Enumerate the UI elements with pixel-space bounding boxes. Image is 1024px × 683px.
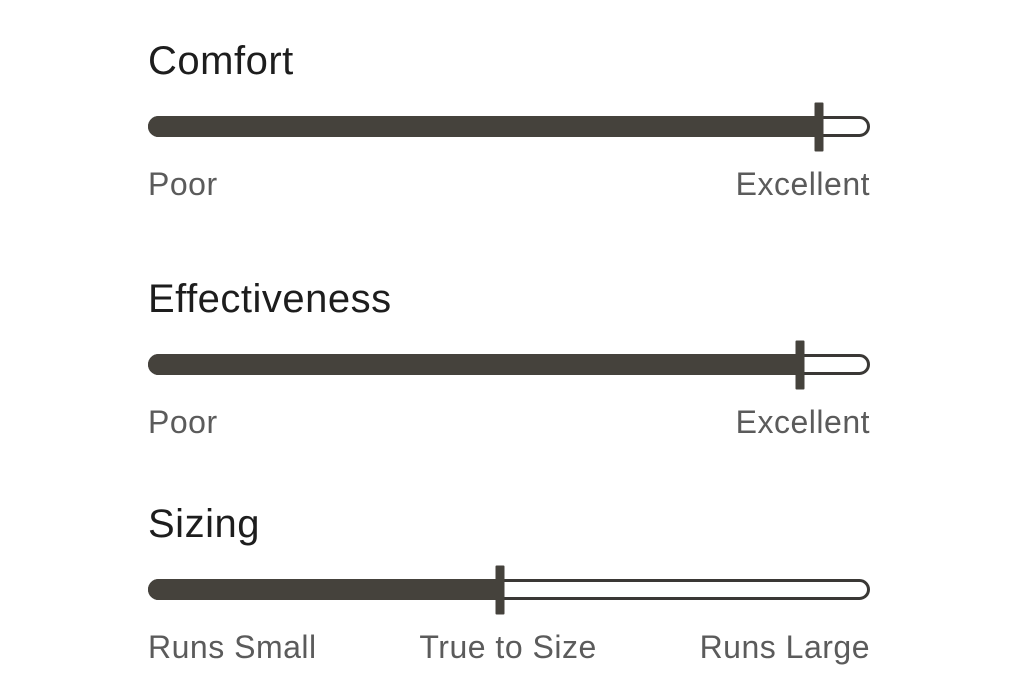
- sizing-scale-labels: Runs Small True to Size Runs Large: [148, 629, 870, 665]
- comfort-slider-handle[interactable]: [814, 102, 824, 151]
- effectiveness-title: Effectiveness: [148, 277, 392, 321]
- rating-section-comfort: Comfort Poor Excellent: [148, 38, 870, 208]
- rating-section-sizing: Sizing Runs Small True to Size Runs Larg…: [148, 501, 870, 671]
- comfort-slider-fill: [148, 116, 820, 137]
- comfort-slider[interactable]: [148, 102, 870, 151]
- effectiveness-slider-fill: [148, 354, 800, 375]
- sizing-scale-mid-label: True to Size: [419, 629, 597, 665]
- effectiveness-slider[interactable]: [148, 340, 870, 389]
- rating-section-effectiveness: Effectiveness Poor Excellent: [148, 276, 870, 446]
- effectiveness-scale-labels: Poor Excellent: [148, 404, 870, 440]
- comfort-scale-max-label: Excellent: [735, 166, 870, 202]
- sizing-scale-min-label: Runs Small: [148, 629, 317, 665]
- sizing-slider-handle[interactable]: [495, 565, 505, 614]
- comfort-title: Comfort: [148, 39, 294, 83]
- comfort-scale-min-label: Poor: [148, 166, 218, 202]
- effectiveness-scale-max-label: Excellent: [735, 404, 870, 440]
- sizing-slider-fill: [148, 579, 501, 600]
- sizing-title: Sizing: [148, 502, 260, 546]
- effectiveness-scale-min-label: Poor: [148, 404, 218, 440]
- sizing-scale-max-label: Runs Large: [699, 629, 870, 665]
- comfort-scale-labels: Poor Excellent: [148, 166, 870, 202]
- effectiveness-slider-handle[interactable]: [795, 340, 805, 389]
- sizing-slider[interactable]: [148, 565, 870, 614]
